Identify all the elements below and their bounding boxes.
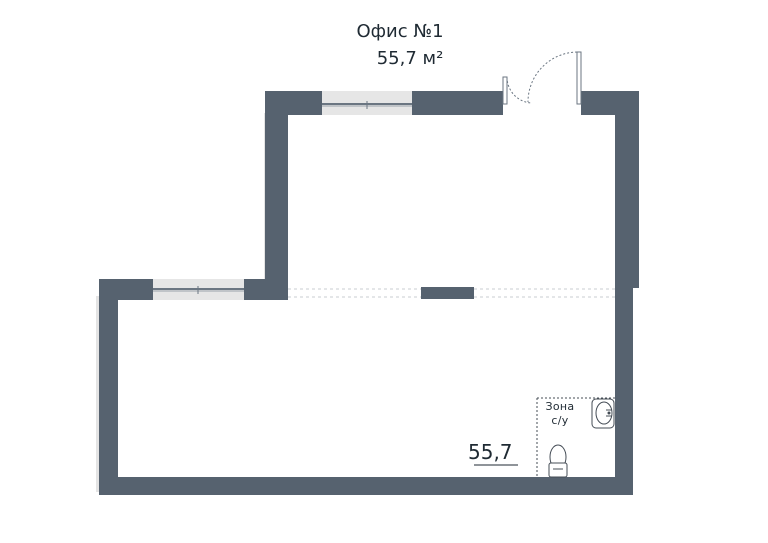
wc-zone-label-line2: с/у [551, 414, 569, 427]
window-icon [322, 91, 412, 115]
zone-separator [288, 288, 615, 298]
wall-bottom [99, 477, 633, 495]
room-area-label: 55,7 [468, 440, 513, 464]
wc-zone-outline [536, 397, 615, 477]
wall-lower-top-right [244, 279, 288, 300]
wc-zone-label-line1: Зона [545, 400, 575, 413]
door-icon [502, 51, 582, 105]
walls [99, 91, 639, 495]
wall-upper-left [265, 91, 288, 300]
wall-lower-left [99, 279, 118, 495]
window-icon [153, 279, 244, 300]
sink-icon [591, 398, 615, 429]
wall-right [615, 91, 639, 288]
wall-right-lower [615, 288, 633, 495]
toilet-icon [548, 444, 568, 478]
wc-zone-label: Зона с/у [538, 400, 582, 428]
plan-title: Офис №1 [356, 21, 444, 42]
wall-top-mid [412, 91, 503, 115]
wall-shadows [96, 113, 272, 492]
partition-stub [421, 287, 474, 299]
plan-total-area: 55,7 м² [376, 48, 444, 69]
